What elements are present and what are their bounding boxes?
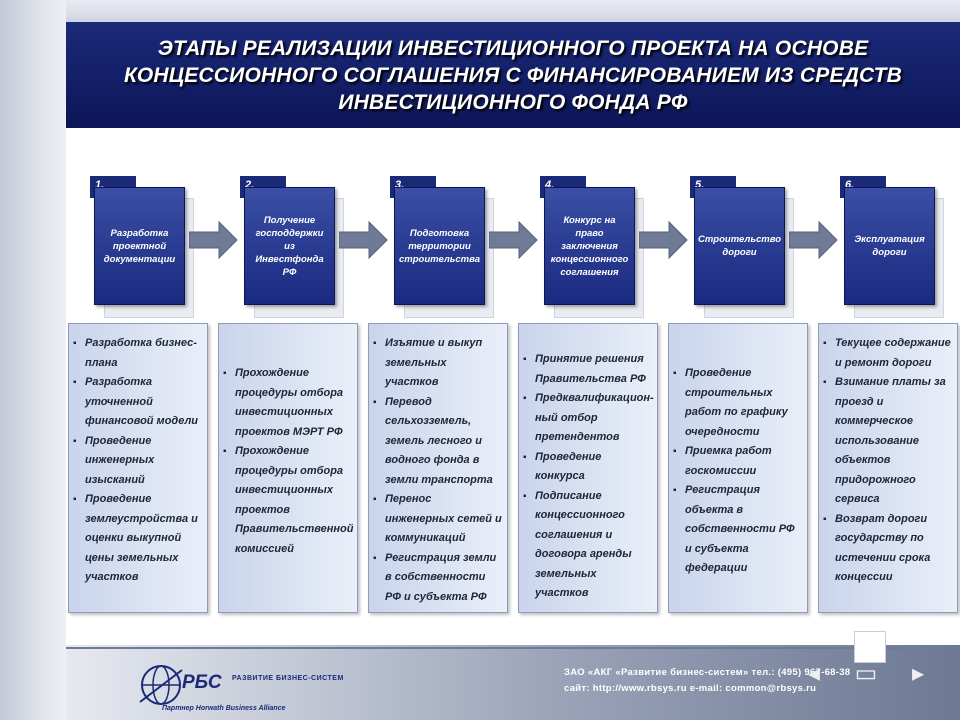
company-logo-text: РБС xyxy=(182,672,222,693)
step-details-box: Прохождение процедуры отбора инвестицион… xyxy=(218,323,358,613)
step-detail-item: Перенос инженерных сетей и коммуникаций xyxy=(371,490,503,549)
step-details-list: Прохождение процедуры отбора инвестицион… xyxy=(221,364,354,559)
step-label: Эксплуатация дороги xyxy=(854,234,925,258)
step-detail-item: Перевод сельхозземель, земель лесного и … xyxy=(371,393,503,491)
globe-logo-icon xyxy=(139,665,183,705)
step-details-list: Изъятие и выкуп земельных участковПерево… xyxy=(371,334,503,607)
arrow-right-icon xyxy=(189,220,238,260)
step-box: Строительство дороги xyxy=(694,187,785,305)
step-details-list: Проведение строительных работ по графику… xyxy=(671,364,803,579)
page-title: ЭТАПЫ РЕАЛИЗАЦИИ ИНВЕСТИЦИОННОГО ПРОЕКТА… xyxy=(123,36,903,114)
step-details-list: Текущее содержание и ремонт дорогиВзиман… xyxy=(821,334,953,588)
step-detail-item: Принятие решения Правительства РФ xyxy=(521,350,653,389)
arrow-right-icon xyxy=(339,220,388,260)
step-detail-item: Предквалификацион-ный отбор претендентов xyxy=(521,389,654,448)
step-detail-item: Прохождение процедуры отбора инвестицион… xyxy=(221,442,354,559)
step-box: Получение господдержки из Инвестфонда РФ xyxy=(244,187,335,305)
step-box: Подготовка территории строительства xyxy=(394,187,485,305)
step-box: Эксплуатация дороги xyxy=(844,187,935,305)
step-detail-item: Приемка работ госкомиссии xyxy=(671,442,803,481)
left-decor-bar xyxy=(0,0,66,720)
step-detail-item: Возврат дороги государству по истечении … xyxy=(821,510,953,588)
step-detail-item: Взимание платы за проезд и коммерческое … xyxy=(821,373,953,510)
step-detail-item: Регистрация земли в собственности РФ и с… xyxy=(371,549,503,608)
step-detail-item: Изъятие и выкуп земельных участков xyxy=(371,334,503,393)
step-box: Конкурс на право заключения концессионно… xyxy=(544,187,635,305)
step-detail-item: Разработка уточненной финансовой модели xyxy=(71,373,203,432)
footer: РБС РАЗВИТИЕ БИЗНЕС-СИСТЕМ Партнер Horwa… xyxy=(66,631,960,720)
step-detail-item: Подписание концессионного соглашения и д… xyxy=(521,487,653,604)
company-logo-subtitle: РАЗВИТИЕ БИЗНЕС-СИСТЕМ xyxy=(232,675,344,682)
step-details-box: Разработка бизнес-планаРазработка уточне… xyxy=(68,323,208,613)
footer-divider xyxy=(66,647,960,649)
arrow-right-icon xyxy=(639,220,688,260)
contact-web-line: сайт: http://www.rbsys.ru e-mail: common… xyxy=(564,683,817,694)
step-detail-item: Проведение конкурса xyxy=(521,448,653,487)
top-strip xyxy=(0,0,960,22)
step-label: Подготовка территории строительства xyxy=(398,227,481,265)
partner-note: Партнер Horwath Business Alliance xyxy=(162,705,286,712)
step-detail-item: Текущее содержание и ремонт дороги xyxy=(821,334,953,373)
contact-info: ЗАО «АКГ «Развитие бизнес-систем» тел.: … xyxy=(564,665,850,697)
arrow-right-icon xyxy=(489,220,538,260)
contact-company-line: ЗАО «АКГ «Развитие бизнес-систем» тел.: … xyxy=(564,667,851,678)
process-diagram: 1.Разработка проектной документацииРазра… xyxy=(66,128,960,630)
title-band: ЭТАПЫ РЕАЛИЗАЦИИ ИНВЕСТИЦИОННОГО ПРОЕКТА… xyxy=(66,22,960,130)
step-details-box: Принятие решения Правительства РФПредква… xyxy=(518,323,658,613)
step-detail-item: Проведение инженерных изысканий xyxy=(71,432,203,491)
step-details-box: Изъятие и выкуп земельных участковПерево… xyxy=(368,323,508,613)
arrow-right-icon xyxy=(789,220,838,260)
step-label: Конкурс на право заключения концессионно… xyxy=(550,214,629,278)
step-details-box: Текущее содержание и ремонт дорогиВзиман… xyxy=(818,323,958,613)
step-detail-item: Прохождение процедуры отбора инвестицион… xyxy=(221,364,353,442)
step-label: Разработка проектной документации xyxy=(103,227,176,265)
step-detail-item: Проведение строительных работ по графику… xyxy=(671,364,803,442)
decor-square xyxy=(854,631,886,663)
step-details-list: Принятие решения Правительства РФПредква… xyxy=(521,350,654,604)
step-detail-item: Проведение землеустройства и оценки выку… xyxy=(71,490,203,588)
step-label: Получение господдержки из Инвестфонда РФ xyxy=(255,214,324,278)
slide-controls-icon[interactable]: ◂ ▭ ▸ xyxy=(807,660,938,687)
step-details-box: Проведение строительных работ по графику… xyxy=(668,323,808,613)
step-detail-item: Регистрация объекта в собственности РФ и… xyxy=(671,481,803,579)
step-details-list: Разработка бизнес-планаРазработка уточне… xyxy=(71,334,203,588)
step-label: Строительство дороги xyxy=(697,234,782,258)
step-detail-item: Разработка бизнес-плана xyxy=(71,334,203,373)
step-box: Разработка проектной документации xyxy=(94,187,185,305)
